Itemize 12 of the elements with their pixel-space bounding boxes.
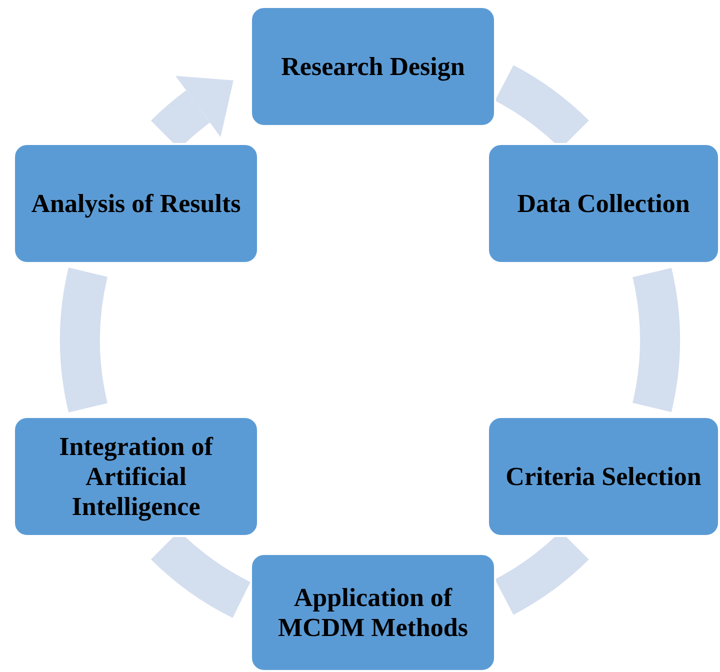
process-box bbox=[250, 6, 496, 127]
process-box bbox=[13, 416, 259, 537]
step-label: Research Design bbox=[281, 52, 465, 82]
process-box bbox=[487, 143, 720, 264]
process-box bbox=[13, 143, 259, 264]
step-label: Criteria Selection bbox=[506, 462, 702, 492]
step-label: Analysis of Results bbox=[31, 188, 241, 218]
process-box bbox=[250, 553, 496, 672]
process-box bbox=[487, 416, 720, 537]
step-label: Application of MCDM Methods bbox=[277, 582, 469, 642]
step-label: Integration of Artificial Intelligence bbox=[58, 432, 214, 522]
step-label: Data Collection bbox=[517, 188, 690, 218]
